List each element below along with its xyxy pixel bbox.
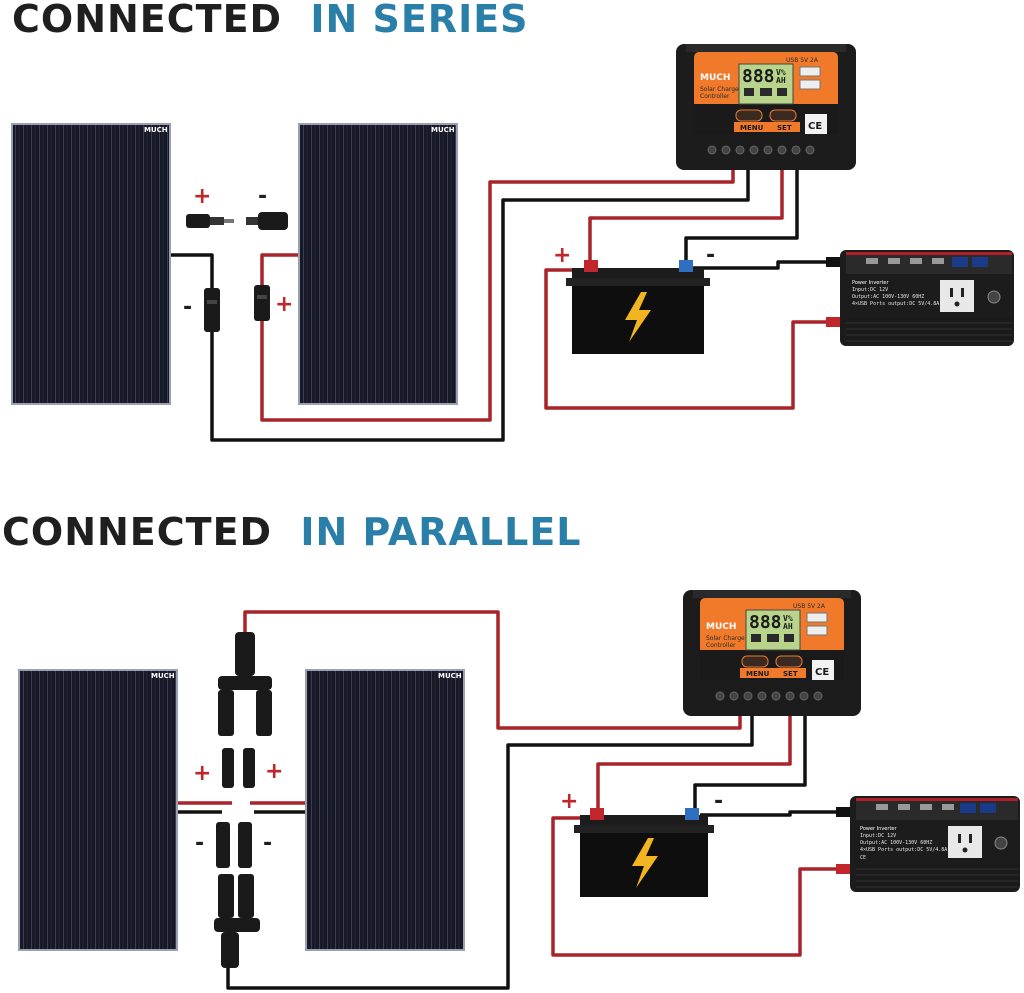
inverter-line3: 4×USB Ports output:DC 5V/4.8A rated [852, 301, 957, 307]
menu-label: MENU [746, 670, 770, 678]
menu-label: MENU [740, 124, 764, 132]
y-branch-connector-negative-icon [214, 822, 260, 968]
solar-charge-controller-parallel: MUCH Solar Charge Controller 888 V% AH U… [683, 590, 861, 716]
usb-label: USB 5V 2A [793, 603, 826, 610]
y-branch-connector-positive-icon [218, 632, 272, 788]
inverter-line2: Output:AC 100V-130V 60HZ [852, 294, 924, 300]
set-label: SET [783, 670, 798, 678]
inverter-title: Power Inverter [860, 826, 897, 832]
lcd-digits: 888 [742, 66, 775, 87]
lcd-units-top: V% [776, 68, 786, 77]
mc4-inline-connector-icon [204, 288, 220, 332]
inverter-ce: CE [860, 855, 866, 861]
series-wire-minus: - [183, 295, 192, 320]
controller-brand: MUCH [700, 73, 730, 83]
parallel-heading-blue: IN PARALLEL [300, 510, 581, 554]
parallel-minus-right: - [263, 831, 272, 856]
series-battery-plus: + [553, 243, 571, 268]
series-heading: CONNECTED IN SERIES [12, 0, 529, 41]
parallel-battery-minus: - [714, 789, 723, 814]
mc4-connector-female-icon [246, 212, 288, 230]
menu-button [741, 655, 769, 668]
parallel-wires [176, 610, 846, 990]
inverter-line3: 4×USB Ports output:DC 5V/4.8A rated [860, 847, 965, 853]
mc4-connector-male-icon [186, 214, 234, 228]
parallel-heading: CONNECTED IN PARALLEL [2, 510, 582, 554]
panel-brand: MUCH [431, 126, 455, 134]
power-inverter-series: Power Inverter Input:DC 12V Output:AC 10… [826, 250, 1014, 346]
parallel-plus-left: + [193, 761, 211, 786]
solar-charge-controller-series: MUCH Solar Charge Controller 888 V% AH U… [676, 44, 856, 170]
solar-panel-parallel-right: MUCH [305, 669, 465, 951]
controller-brand: MUCH [706, 622, 736, 632]
series-heading-dark: CONNECTED [12, 0, 282, 41]
set-button [769, 109, 797, 122]
ac-outlet-icon [948, 826, 982, 858]
set-label: SET [777, 124, 792, 132]
usb-label: USB 5V 2A [786, 57, 819, 64]
power-switch-icon [994, 836, 1008, 850]
menu-button [735, 109, 763, 122]
series-battery-minus: - [706, 243, 715, 268]
battery-parallel [574, 808, 714, 897]
series-wire-plus: + [275, 292, 293, 317]
controller-subtitle-1: Solar Charge [706, 635, 745, 642]
panel-brand: MUCH [144, 126, 168, 134]
series-connector-minus: - [258, 184, 267, 209]
lightning-bolt-icon [625, 292, 651, 342]
lcd-units-bottom: AH [776, 76, 786, 85]
lcd-screen [745, 609, 801, 651]
parallel-plus-right: + [265, 759, 283, 784]
controller-subtitle-2: Controller [700, 93, 730, 100]
power-switch-icon [987, 290, 1001, 304]
series-connector-plus: + [193, 184, 211, 209]
lcd-digits: 888 [749, 612, 782, 633]
lcd-units-bottom: AH [783, 622, 793, 631]
ce-mark: CE [808, 121, 822, 132]
controller-subtitle-2: Controller [706, 642, 736, 649]
parallel-heading-dark: CONNECTED [2, 510, 272, 554]
lcd-units-top: V% [783, 614, 793, 623]
inverter-line1: Input:DC 12V [860, 833, 896, 839]
series-heading-blue: IN SERIES [310, 0, 528, 41]
battery-series [566, 260, 710, 354]
panel-brand: MUCH [438, 672, 462, 680]
solar-panel-parallel-left: MUCH [18, 669, 178, 951]
ce-mark: CE [815, 667, 829, 678]
lightning-bolt-icon [632, 838, 658, 888]
solar-panel-series-right: MUCH [298, 123, 458, 405]
mc4-inline-connector-icon [254, 285, 270, 321]
set-button [775, 655, 803, 668]
series-wires [168, 160, 836, 442]
ac-outlet-icon [940, 280, 974, 312]
parallel-battery-plus: + [560, 789, 578, 814]
parallel-minus-left: - [195, 831, 204, 856]
panel-brand: MUCH [151, 672, 175, 680]
inverter-line2: Output:AC 100V-130V 60HZ [860, 840, 932, 846]
solar-panel-series-left: MUCH [11, 123, 171, 405]
controller-subtitle-1: Solar Charge [700, 86, 739, 93]
power-inverter-parallel: Power Inverter Input:DC 12V Output:AC 10… [836, 796, 1020, 892]
inverter-title: Power Inverter [852, 280, 889, 286]
inverter-line1: Input:DC 12V [852, 287, 888, 293]
lcd-screen [738, 63, 794, 105]
